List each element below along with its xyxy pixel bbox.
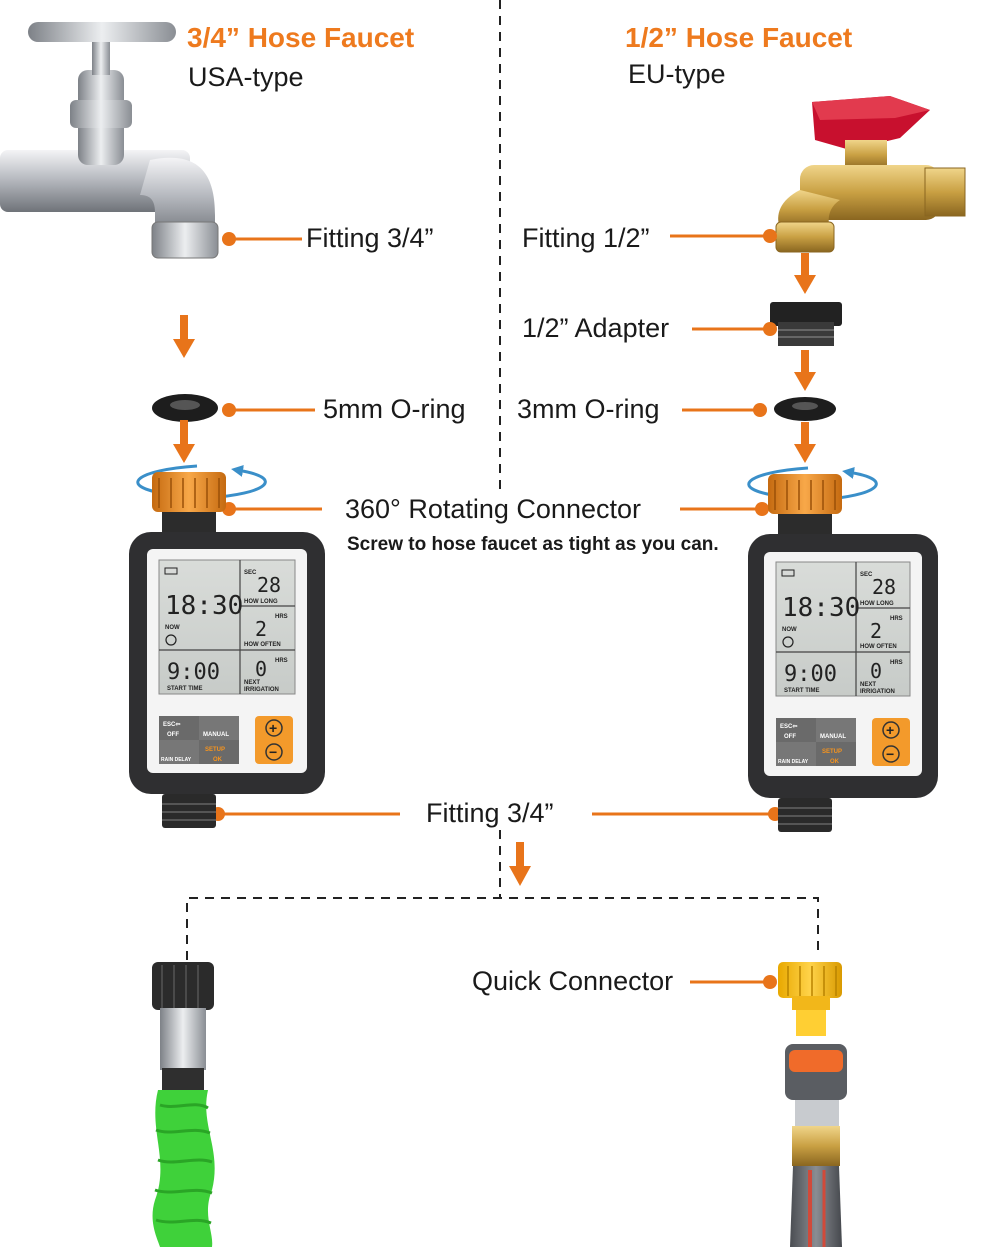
left-fitting-label: Fitting 3/4” xyxy=(306,223,434,253)
manual-button[interactable] xyxy=(816,718,856,742)
esc-off-button[interactable] xyxy=(776,718,816,742)
next-hrs-label: HRS xyxy=(275,658,288,664)
how-often-label: HOW OFTEN xyxy=(860,644,897,650)
adapter-label: 1/2” Adapter xyxy=(522,313,670,343)
left-title: 3/4” Hose Faucet xyxy=(187,22,415,53)
start-time-display: 9:00 xyxy=(167,660,220,685)
right-oring-label: 3mm O-ring xyxy=(517,394,660,424)
irrigation-label: IRRIGATION xyxy=(860,689,895,695)
silver-tap-icon xyxy=(0,22,219,259)
brass-tap-icon xyxy=(775,96,966,253)
off-label: OFF xyxy=(167,732,179,738)
plus-label: + xyxy=(269,720,277,736)
start-time-label: START TIME xyxy=(784,688,820,694)
divider-lines xyxy=(186,0,819,960)
esc-off-button[interactable] xyxy=(159,716,199,740)
sec-label: SEC xyxy=(860,572,873,578)
plus-minus-buttons[interactable] xyxy=(872,718,910,766)
garden-hose-icon xyxy=(152,962,215,1247)
rotating-connector-label: 360° Rotating Connector xyxy=(345,494,641,524)
o-ring-icon xyxy=(152,394,836,422)
rain-delay-button[interactable] xyxy=(159,740,199,764)
left-subtitle: USA-type xyxy=(188,62,304,92)
how-long-label: HOW LONG xyxy=(860,601,894,607)
ok-label: OK xyxy=(213,757,223,763)
next-value: 0 xyxy=(255,657,267,681)
off-label: OFF xyxy=(784,734,796,740)
setup-label: SETUP xyxy=(822,749,842,755)
hrs-label: HRS xyxy=(275,614,288,620)
next-label: NEXT xyxy=(860,682,876,688)
how-often-value: 2 xyxy=(870,619,882,643)
sec-label: SEC xyxy=(244,570,257,576)
setup-ok-button[interactable] xyxy=(816,742,856,766)
plus-label: + xyxy=(886,722,894,738)
water-timer-icon: SEC 28 HOW LONG 18:30 NOW HRS 2 HOW OFTE… xyxy=(129,464,325,828)
how-often-value: 2 xyxy=(255,617,267,641)
quick-connector-icon xyxy=(778,962,847,1247)
arrow-down-icon xyxy=(173,253,816,886)
time-display: 18:30 xyxy=(782,593,860,623)
right-subtitle: EU-type xyxy=(628,59,726,89)
start-time-label: START TIME xyxy=(167,686,203,692)
now-label: NOW xyxy=(165,625,180,631)
minus-label: − xyxy=(269,744,277,760)
setup-ok-button[interactable] xyxy=(199,740,239,764)
how-long-value: 28 xyxy=(872,575,896,599)
setup-label: SETUP xyxy=(205,747,225,753)
how-long-label: HOW LONG xyxy=(244,599,278,605)
next-value: 0 xyxy=(870,659,882,683)
right-fitting-label: Fitting 1/2” xyxy=(522,223,650,253)
minus-label: − xyxy=(886,746,894,762)
esc-label: ESC⇦ xyxy=(163,722,180,728)
rain-delay-button[interactable] xyxy=(776,742,816,766)
rain-delay-label: RAIN DELAY xyxy=(161,757,192,763)
manual-label: MANUAL xyxy=(203,732,229,738)
left-oring-label: 5mm O-ring xyxy=(323,394,466,424)
irrigation-label: IRRIGATION xyxy=(244,687,279,693)
manual-label: MANUAL xyxy=(820,734,846,740)
connector-note: Screw to hose faucet as tight as you can… xyxy=(347,534,719,555)
outlet-fitting-label: Fitting 3/4” xyxy=(426,798,554,828)
now-label: NOW xyxy=(782,627,797,633)
start-time-display: 9:00 xyxy=(784,662,837,687)
how-often-label: HOW OFTEN xyxy=(244,642,281,648)
ok-label: OK xyxy=(830,759,840,765)
plus-minus-buttons[interactable] xyxy=(255,716,293,764)
how-long-value: 28 xyxy=(257,573,281,597)
esc-label: ESC⇦ xyxy=(780,724,797,730)
next-hrs-label: HRS xyxy=(890,660,903,666)
time-display: 18:30 xyxy=(165,591,243,621)
manual-button[interactable] xyxy=(199,716,239,740)
hrs-label: HRS xyxy=(890,616,903,622)
quick-connector-label: Quick Connector xyxy=(472,966,674,996)
rain-delay-label: RAIN DELAY xyxy=(778,759,809,765)
adapter-icon xyxy=(770,302,842,346)
water-timer-icon: SEC 28 HOW LONG 18:30 NOW HRS 2 HOW OFTE… xyxy=(747,466,938,832)
right-title: 1/2” Hose Faucet xyxy=(625,22,853,53)
next-label: NEXT xyxy=(244,680,260,686)
